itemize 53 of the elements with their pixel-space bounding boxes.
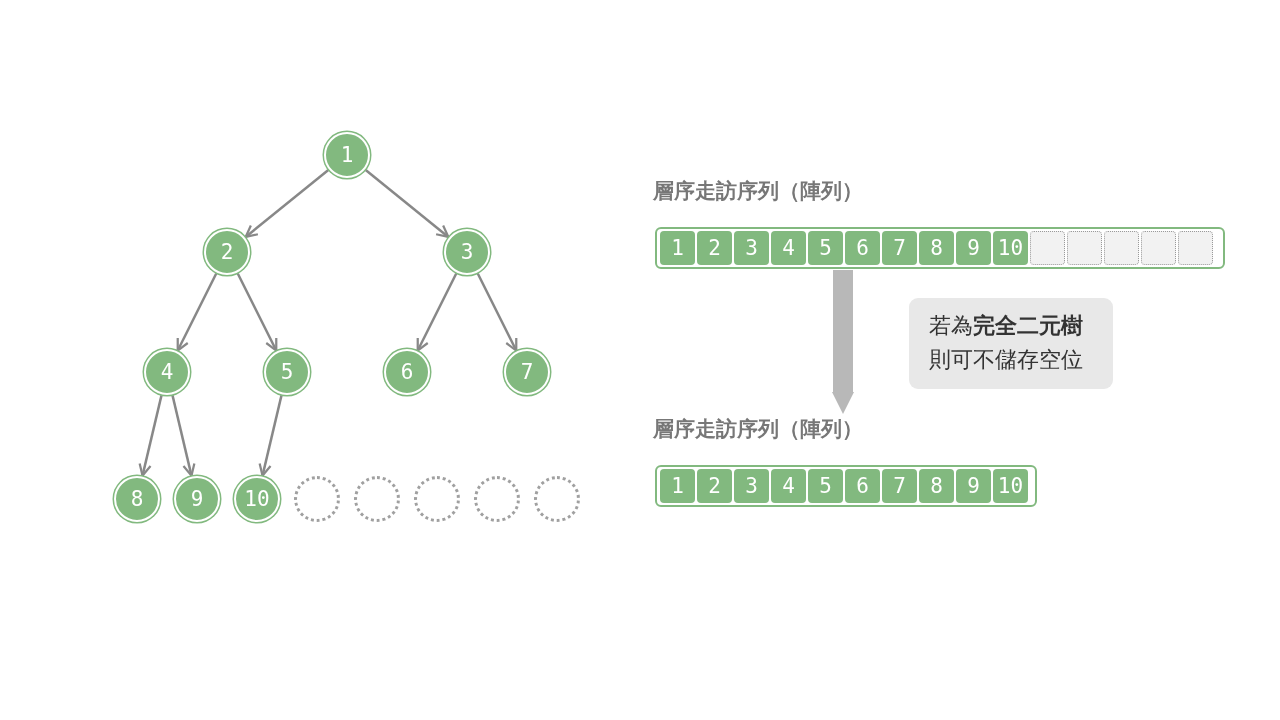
array-cell: 10 — [993, 469, 1028, 503]
arrow — [236, 272, 278, 352]
tree-node: 1 — [324, 132, 370, 178]
array-cell: 4 — [771, 231, 806, 265]
empty-array-cell — [1067, 231, 1102, 265]
empty-array-cell — [1141, 231, 1176, 265]
arrow — [416, 272, 458, 352]
array-cell: 2 — [697, 469, 732, 503]
array-cell: 5 — [808, 231, 843, 265]
array-cell: 6 — [845, 469, 880, 503]
block-arrow — [832, 270, 854, 414]
empty-tree-node — [474, 476, 520, 522]
arrow — [171, 395, 196, 477]
array-cell: 9 — [956, 469, 991, 503]
empty-tree-node — [414, 476, 460, 522]
array-cell: 1 — [660, 469, 695, 503]
arrow — [244, 169, 330, 239]
empty-array-cell — [1104, 231, 1139, 265]
tree-node: 8 — [114, 476, 160, 522]
arrow — [176, 272, 218, 352]
empty-tree-node — [294, 476, 340, 522]
arrow — [364, 169, 450, 239]
tree-node: 6 — [384, 349, 430, 395]
array-cell: 7 — [882, 231, 917, 265]
tree-node: 10 — [234, 476, 280, 522]
array-cell: 5 — [808, 469, 843, 503]
tree-node: 4 — [144, 349, 190, 395]
array-cell: 8 — [919, 231, 954, 265]
tree-node: 9 — [174, 476, 220, 522]
tree-node: 7 — [504, 349, 550, 395]
array-heading: 層序走訪序列（陣列） — [653, 416, 863, 443]
array-cell: 2 — [697, 231, 732, 265]
array-cell: 9 — [956, 231, 991, 265]
arrow — [476, 272, 518, 352]
array-cell: 3 — [734, 231, 769, 265]
array-cell: 7 — [882, 469, 917, 503]
array-cell: 1 — [660, 231, 695, 265]
arrow — [138, 395, 163, 477]
array-cell: 6 — [845, 231, 880, 265]
tree-node: 5 — [264, 349, 310, 395]
empty-tree-node — [354, 476, 400, 522]
empty-array-cell — [1178, 231, 1213, 265]
arrow — [258, 395, 283, 477]
array-heading: 層序走訪序列（陣列） — [653, 178, 863, 205]
tree-node: 2 — [204, 229, 250, 275]
array-cell: 8 — [919, 469, 954, 503]
tree-node: 3 — [444, 229, 490, 275]
array-cell: 3 — [734, 469, 769, 503]
empty-tree-node — [534, 476, 580, 522]
array-cell: 10 — [993, 231, 1028, 265]
empty-array-cell — [1030, 231, 1065, 265]
note-box: 若為完全二元樹則可不儲存空位 — [909, 298, 1113, 389]
array-cell: 4 — [771, 469, 806, 503]
